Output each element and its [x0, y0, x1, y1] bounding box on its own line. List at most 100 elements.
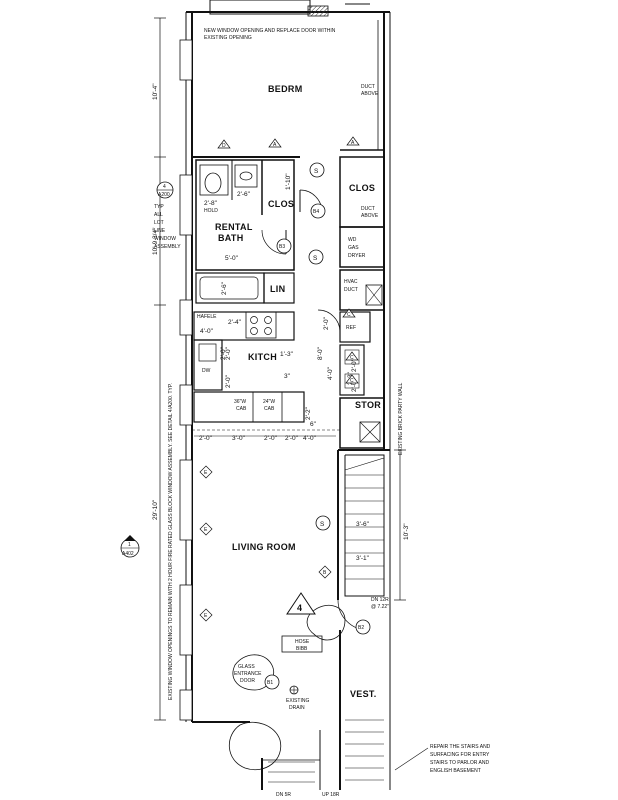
dim-2-6: 2'-6": [237, 191, 251, 198]
note-duct-2a: DUCT: [361, 206, 375, 212]
dim-row-5: 4'-0": [303, 435, 317, 442]
note-hose-1: HOSE: [295, 639, 310, 645]
tag-b-door: B: [323, 570, 327, 576]
unit-number: 4: [297, 603, 302, 613]
dim-stair-2: 3'-1": [356, 555, 370, 562]
note-window-top-2: EXISTING OPENING: [204, 35, 252, 41]
tag-e2: E: [204, 527, 208, 533]
tag-e3: E: [204, 613, 208, 619]
room-closet-2: CLOS: [349, 183, 375, 193]
dim-2-0-bath: 2'-0": [220, 346, 227, 360]
room-linen: LIN: [270, 284, 285, 294]
note-dn-risers-1: DN 12R: [371, 597, 389, 603]
tag-s2: S: [313, 255, 318, 262]
note-typ-1: TYP: [154, 204, 164, 210]
dim-2-8-bath: 2'-8": [204, 200, 218, 207]
note-repair-2: SURFACING FOR ENTRY: [430, 752, 490, 758]
note-cab24-2: CAB: [264, 406, 275, 412]
tag-b1: B1: [267, 680, 273, 686]
note-dw: DW: [202, 368, 211, 374]
dim-1-3: 1'-3": [280, 351, 294, 358]
tag-a1: A: [273, 142, 277, 148]
dim-5-0: 5'-0": [225, 255, 239, 262]
note-up-label: UP 18R: [322, 792, 340, 798]
dim-2-4: 2'-4": [228, 319, 242, 326]
note-duct-2b: ABOVE: [361, 213, 379, 219]
dim-2-0v3: 2'-0": [351, 358, 358, 372]
tag-b3: B3: [279, 244, 285, 250]
room-closet-1: CLOS: [268, 199, 294, 209]
dim-2-0v1: 2'-0": [323, 316, 330, 330]
tag-e1: E: [204, 470, 208, 476]
note-hold: HOLD: [204, 208, 218, 214]
note-typ-3: LOT: [154, 220, 164, 226]
note-hose-2: BIBB: [296, 646, 308, 652]
note-party-wall: EXISTING BRICK PARTY WALL: [398, 382, 404, 455]
dim-2-0k: 2'-0": [225, 346, 232, 360]
annotation-notes: NEW WINDOW OPENING AND REPLACE DOOR WITH…: [154, 28, 491, 798]
elevation-num: 1: [128, 542, 131, 548]
note-drain-2: DRAIN: [289, 705, 305, 711]
note-typ-5: WINDOW: [154, 236, 176, 242]
note-glass-door-3: DOOR: [240, 678, 255, 684]
note-wd-1: WD: [348, 237, 357, 243]
note-dn-risers-2: @ 7.22": [371, 604, 389, 610]
note-typ-2: ALL: [154, 212, 163, 218]
dim-6: 6": [310, 421, 317, 428]
dim-row-3: 2'-0": [264, 435, 278, 442]
dim-1-10: 1'-10": [285, 173, 292, 190]
exterior-walls: [179, 0, 391, 790]
room-bedroom: BEDRM: [268, 84, 303, 94]
dim-stair-1: 3'-6": [356, 521, 370, 528]
note-cab30-1: 36"W: [234, 399, 246, 405]
note-ref: REF: [346, 325, 356, 331]
note-window-vertical: EXISTING WINDOW OPENINGS TO REMAIN WITH …: [168, 383, 174, 700]
note-wd-3: DRYER: [348, 253, 366, 259]
dim-3: 3": [284, 373, 291, 380]
room-kitchen: KITCH: [248, 352, 277, 362]
room-labels: BEDRM CLOS CLOS RENTAL BATH LIN KITCH ST…: [215, 84, 381, 699]
section-num: 4: [163, 184, 166, 190]
room-rental-bath-line1: RENTAL: [215, 222, 253, 232]
dim-8-0: 8'-0": [317, 346, 324, 360]
interior-walls: [192, 156, 390, 790]
tag-s3: S: [320, 521, 325, 528]
dim-row-4: 2'-0": [285, 435, 299, 442]
dim-2-0v4: 2'-0": [351, 378, 358, 392]
note-repair-3: STAIRS TO PARLOR AND: [430, 760, 489, 766]
dim-row-1: 2'-0": [199, 435, 213, 442]
note-drain-1: EXISTING: [286, 698, 309, 704]
note-duct-1a: DUCT: [361, 84, 375, 90]
note-cab30-2: CAB: [236, 406, 247, 412]
left-dimension-lines: [154, 17, 406, 721]
dim-bath-height: 10'-9 3/4": [152, 227, 159, 255]
note-dn-label: DN 5R: [276, 792, 291, 798]
room-living-room: LIVING ROOM: [232, 542, 296, 552]
tag-d1: D: [222, 143, 226, 149]
note-repair-4: ENGLISH BASEMENT: [430, 768, 481, 774]
dim-2-6b: 2'-6": [221, 281, 228, 295]
note-glass-door-1: GLASS: [238, 664, 255, 670]
dim-living-height: 29'-10": [152, 499, 159, 520]
note-hvac-1: HVAC: [344, 279, 358, 285]
room-rental-bath-line2: BATH: [218, 233, 244, 243]
dim-stair-height: 10'-3": [403, 523, 410, 540]
dim-4-0k: 4'-0": [200, 328, 214, 335]
note-typ-6: ASSEMBLY: [154, 244, 181, 250]
note-glass-door-2: ENTRANCE: [234, 671, 262, 677]
tag-a2: A: [351, 140, 355, 146]
note-wd-2: GAS: [348, 245, 359, 251]
tag-c1: C: [347, 312, 351, 318]
section-sheet: A200: [158, 192, 170, 198]
dim-bedroom-height: 10'-4": [152, 83, 159, 100]
tag-c3: C: [350, 378, 354, 384]
elevation-sheet: A402: [122, 551, 134, 557]
note-cab24-1: 24"W: [263, 399, 275, 405]
room-vestibule: VEST.: [350, 689, 377, 699]
room-storage: STOR: [355, 400, 381, 410]
tag-symbols: S S S B1 B2 B3 B4 D A A C C C E E E B: [120, 136, 371, 690]
note-duct-1b: ABOVE: [361, 91, 379, 97]
tag-c2: C: [350, 355, 354, 361]
stairs: [344, 454, 385, 597]
